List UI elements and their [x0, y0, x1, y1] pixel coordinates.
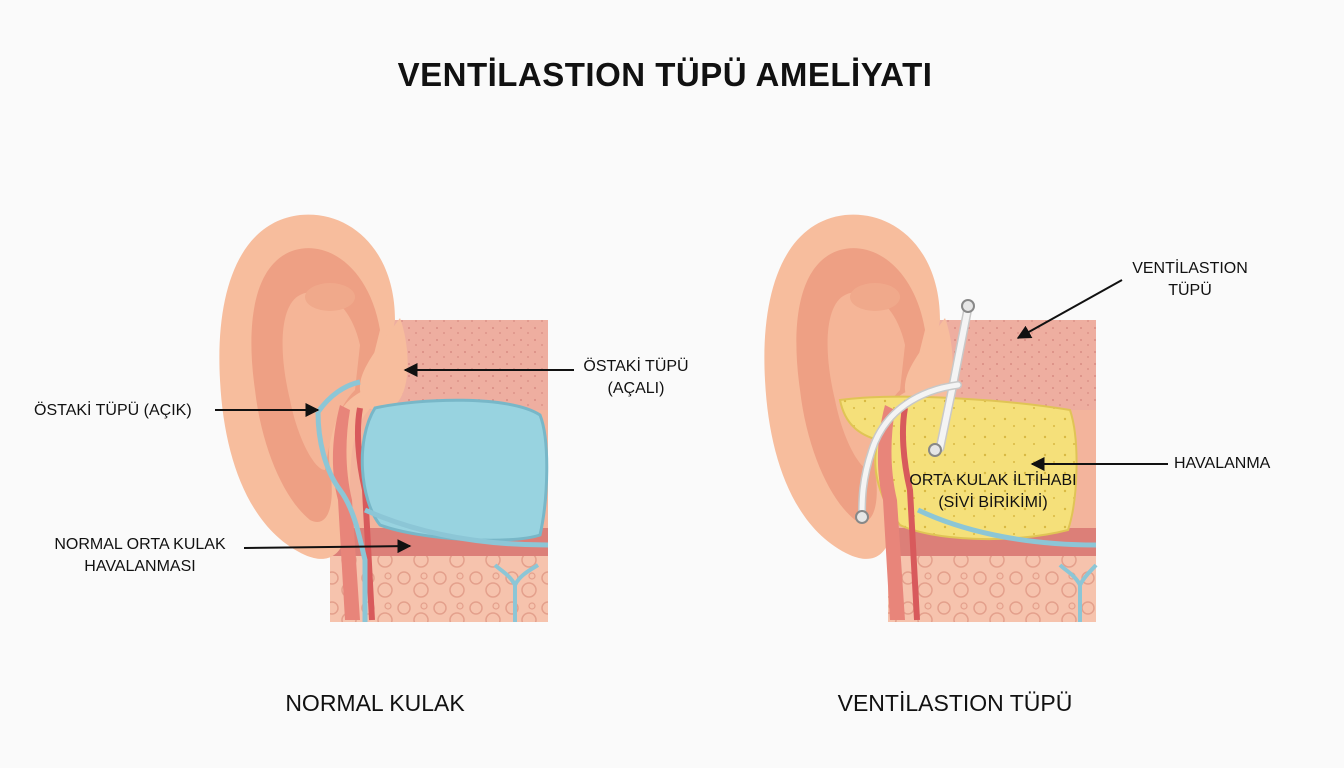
page-title: VENTİLASTION TÜPÜ AMELİYATI [397, 56, 933, 93]
tube-ear-illustration [764, 214, 1168, 622]
normal-ear-illustration [215, 214, 574, 622]
middle-ear-air [360, 398, 549, 542]
caption-normal-ear: NORMAL KULAK [285, 690, 465, 716]
label-ventilation-tube: VENTİLASTION TÜPÜ [1132, 260, 1248, 299]
caption-ventilation-tube: VENTİLASTION TÜPÜ [837, 690, 1073, 716]
label-eustachian-open: ÖSTAKİ TÜPÜ (AÇIK) [34, 402, 192, 419]
label-eustachian-angled: ÖSTAKİ TÜPÜ (AÇALI) [583, 358, 689, 397]
label-normal-ventilation: NORMAL ORTA KULAK HAVALANMASI [54, 536, 226, 575]
label-otitis-media: ORTA KULAK İLTİHABI (SİVİ BİRİKİMİ) [909, 472, 1077, 511]
label-aeration: HAVALANMA [1174, 455, 1271, 472]
